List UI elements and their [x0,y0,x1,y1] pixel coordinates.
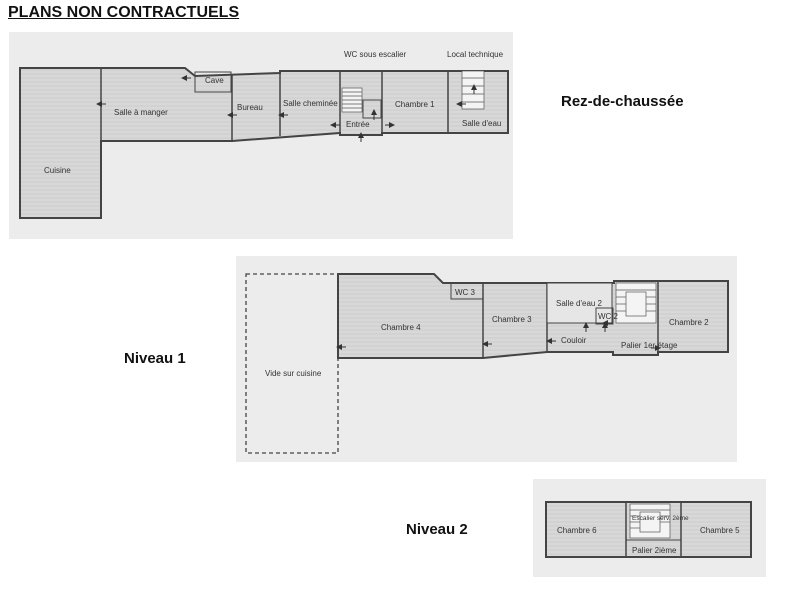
room-cuisine: Cuisine [44,166,71,175]
stairs-niveau-2 [629,503,671,539]
cave-room [194,71,232,93]
page-title: PLANS NON CONTRACTUELS [8,4,240,21]
room-chambre-2: Chambre 2 [669,318,709,327]
level-label-niveau-2: Niveau 2 [406,521,468,538]
vide-sur-cuisine-area [245,273,339,454]
level-label-niveau-1: Niveau 1 [124,350,186,367]
room-escalier: Escalier serv. 2ème [632,515,689,522]
local-technique-box [461,70,485,110]
room-chambre-3: Chambre 3 [492,315,532,324]
room-entree: Entrée [346,120,370,129]
room-bureau: Bureau [237,103,263,112]
door-arrows-rdc [96,75,477,142]
stairs-niveau-1 [615,282,657,324]
room-palier-2eme: Palier 2ième [632,546,677,555]
room-salle-a-manger: Salle à manger [114,108,168,117]
room-chambre-5: Chambre 5 [700,526,740,535]
plan-rdc: Cuisine Salle à manger Cave Bureau Salle… [9,32,513,239]
room-salle-d-eau-2: Salle d'eau 2 [556,299,603,308]
room-couloir: Couloir [561,336,587,345]
plan-niveau-1: Vide sur cuisine Chambre 4 WC 3 Chambre … [236,256,737,462]
room-salle-cheminee: Salle cheminée [283,99,338,108]
plan-niveau-2: Chambre 6 Escalier serv. 2ème Palier 2iè… [533,479,766,577]
room-salle-d-eau: Salle d'eau [462,119,501,128]
room-local-technique: Local technique [447,50,504,59]
room-chambre-4: Chambre 4 [381,323,421,332]
room-cave: Cave [205,76,224,85]
room-chambre-1: Chambre 1 [395,100,435,109]
room-chambre-6: Chambre 6 [557,526,597,535]
stairs-rdc [341,87,363,113]
room-wc-2: WC 2 [598,312,619,321]
door-arrows-niveau-1 [336,320,661,351]
room-vide-sur-cuisine: Vide sur cuisine [265,369,322,378]
room-palier-1er-etage: Palier 1er étage [621,341,678,350]
room-wc-sous-escalier: WC sous escalier [344,50,407,59]
level-label-rdc: Rez-de-chaussée [561,93,684,110]
room-wc-3: WC 3 [455,288,476,297]
